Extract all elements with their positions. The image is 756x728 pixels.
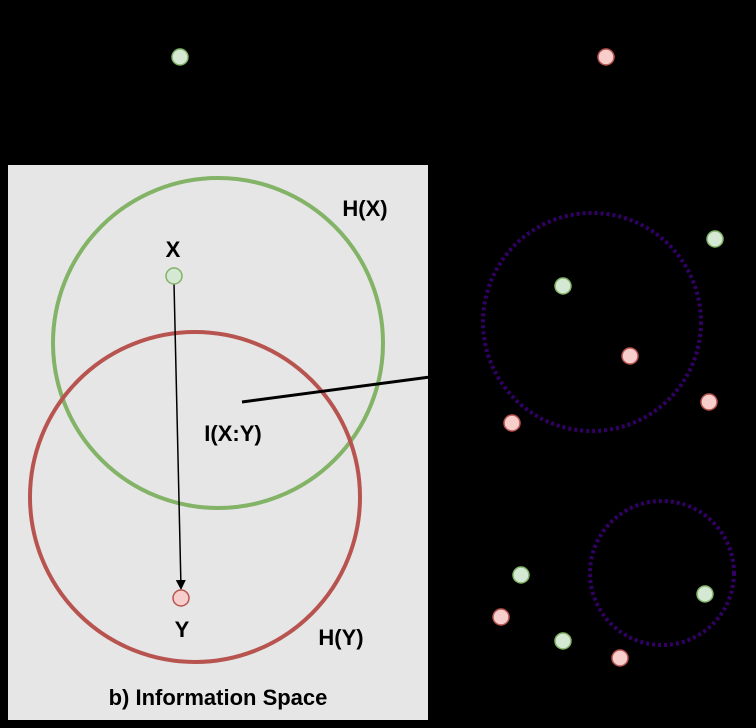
y-point	[503, 414, 521, 432]
x-point	[512, 566, 530, 584]
panel-title: b) Information Space	[109, 685, 328, 710]
x-point	[706, 230, 724, 248]
y-point	[700, 393, 718, 411]
entropy-x-label: H(X)	[342, 196, 387, 221]
entropy-y-circle	[28, 330, 362, 664]
y-point	[621, 347, 639, 365]
node-x	[165, 267, 183, 285]
mutual-information-label: I(X:Y)	[204, 421, 261, 446]
x-point	[554, 277, 572, 295]
node-y	[172, 589, 190, 607]
cluster-small	[588, 499, 736, 647]
x-point	[171, 48, 189, 66]
x-point	[554, 632, 572, 650]
y-point	[597, 48, 615, 66]
mutual-information-connector	[241, 375, 431, 404]
cluster-large	[481, 211, 703, 433]
entropy-y-label: H(Y)	[318, 625, 363, 650]
y-point	[611, 649, 629, 667]
x-to-y-arrow	[173, 282, 186, 590]
node-x-label: X	[166, 237, 181, 262]
information-space-panel: X Y H(X) H(Y) I(X:Y) b) Information Spac…	[8, 165, 428, 720]
x-point	[696, 585, 714, 603]
entropy-x-circle	[51, 176, 385, 510]
y-point	[492, 608, 510, 626]
node-y-label: Y	[175, 617, 190, 642]
